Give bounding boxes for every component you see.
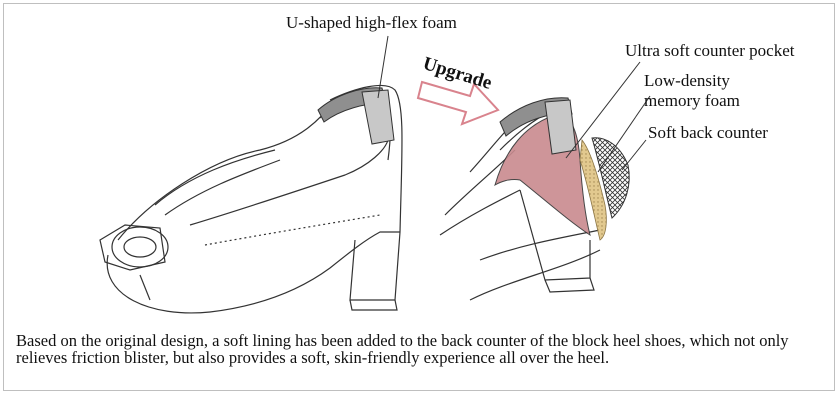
label-low-density-line2: memory foam [644, 92, 740, 110]
label-u-shaped-foam: U-shaped high-flex foam [286, 14, 457, 32]
caption: Based on the original design, a soft lin… [16, 332, 828, 366]
original-shoe [100, 85, 402, 312]
label-soft-back-counter: Soft back counter [648, 124, 768, 142]
u-foam-heel-left [362, 90, 394, 144]
label-low-density-line1: Low-density [644, 72, 730, 90]
label-ultra-soft-pocket: Ultra soft counter pocket [625, 42, 794, 60]
